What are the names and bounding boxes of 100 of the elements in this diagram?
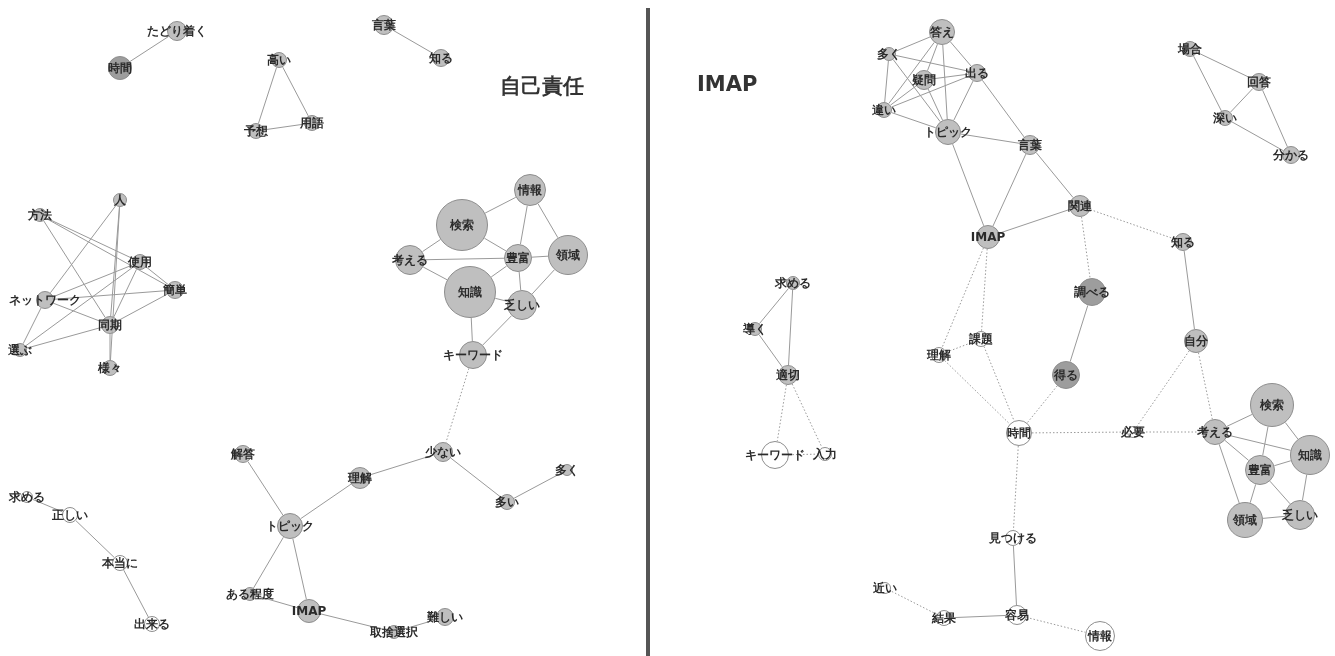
connector-line [1226,413,1253,427]
connector-line [1273,460,1292,467]
word-label: 知識 [458,285,482,299]
word-circle [444,266,496,318]
word-label: 答え [930,25,954,39]
connector-line [424,257,505,261]
word-label: 違い [872,103,896,117]
word-label: 人 [114,193,126,207]
connector-line [392,29,434,54]
connector-line [1035,152,1074,198]
connector-line [531,269,555,295]
connector-line [951,614,1008,619]
word-circle [1290,435,1330,475]
word-label: 領域 [556,248,580,262]
word-label: 多く [555,463,579,477]
word-label: 自分 [1184,334,1208,348]
word-label: 解答 [231,447,255,461]
connector-line [1218,443,1240,504]
connector-line [894,36,931,52]
word-label: 場合 [1178,42,1202,56]
connector-line [758,334,783,368]
connector-line [113,268,138,318]
word-label: 考える [1197,425,1233,439]
word-label: 入力 [813,447,837,461]
word-label: 情報 [1088,629,1112,643]
connector-line [891,112,937,129]
word-label: 導く [743,322,767,336]
connector-line [949,41,972,67]
word-label: 情報 [518,183,542,197]
connector-line [884,60,889,103]
word-circle [1052,361,1080,389]
connector-line [791,383,823,449]
word-circle [548,235,588,275]
word-label: 理解 [927,348,951,362]
word-label: 豊富 [1248,463,1272,477]
word-circle [1227,502,1263,538]
connector-line [942,44,948,120]
connector-line [1262,89,1288,148]
word-label: 時間 [108,61,132,75]
connector-line [519,205,528,245]
connector-line [927,88,944,121]
connector-line [300,483,352,520]
connector-line [25,266,135,347]
connector-line [123,569,149,618]
connector-line [892,59,941,123]
connector-line [1012,445,1019,531]
word-circle [1245,455,1275,485]
word-label: IMAP [291,604,327,618]
panel-heading: 自己責任 [500,73,584,100]
word-label: 乏しい [1282,508,1318,522]
connector-line [1183,250,1195,330]
word-circle [436,199,488,251]
panel-heading: IMAP [697,72,758,96]
word-label: 結果 [932,611,956,625]
word-circle [1006,420,1032,446]
connector-line [253,536,284,589]
word-circle [514,174,546,206]
connector-line [75,520,115,558]
word-label: 多く [877,47,901,61]
word-label: 必要 [1121,425,1145,439]
word-label: 多い [495,495,519,509]
word-label: ある程度 [226,587,274,601]
word-label: 知る [429,51,453,65]
word-label: 知識 [1298,448,1322,462]
connector-line [490,265,508,278]
connector-line [129,35,170,62]
word-label: 方法 [28,208,52,222]
word-label: ネットワーク [9,293,81,307]
word-label: 近い [873,581,897,595]
word-circle [1184,329,1208,353]
connector-line [1269,480,1291,505]
word-label: 理解 [348,471,372,485]
connector-line [537,203,559,239]
connector-line [960,133,1021,144]
word-label: 用語 [300,116,324,130]
connector-line [889,85,917,106]
connector-line [992,153,1027,227]
word-circle [929,19,955,45]
word-label: 正しい [52,508,88,522]
word-label: 関連 [1068,199,1092,213]
word-circle [1250,383,1294,427]
connector-line [247,461,284,516]
connector-line [1081,216,1091,279]
word-circle [108,56,132,80]
connector-line [145,266,169,285]
word-label: 適切 [776,368,800,382]
word-label: 疑問 [912,73,936,87]
connector-line [1193,55,1222,112]
word-circle [1085,621,1115,651]
word-label: 容易 [1005,608,1029,622]
word-label: 簡単 [163,283,187,297]
connector-line [53,290,167,300]
connector-line [292,538,307,600]
connector-line [32,498,64,513]
connector-line [1231,121,1284,152]
word-label: 高い [267,53,291,67]
connector-line [470,317,473,342]
connector-line [518,271,522,291]
connector-line [257,67,278,124]
connector-line [49,205,117,294]
